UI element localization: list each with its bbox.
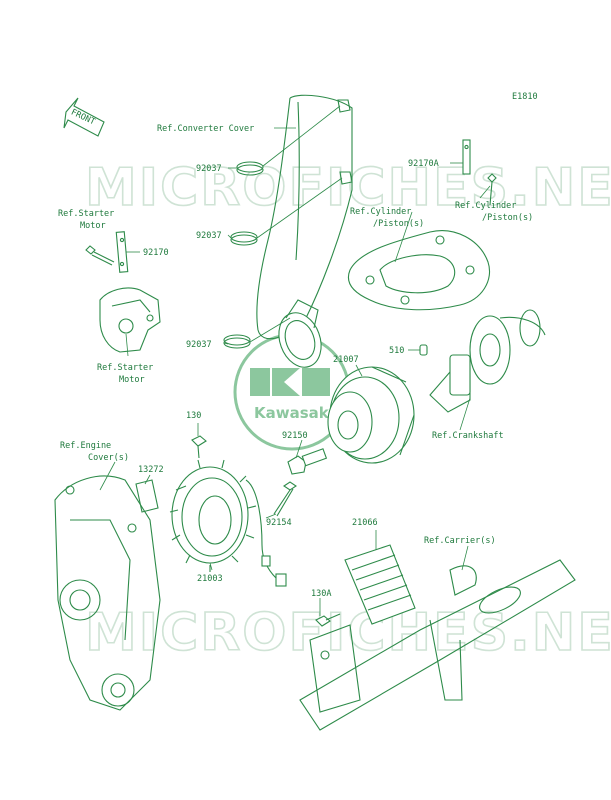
- label-92037-a: 92037: [196, 164, 222, 174]
- label-92154: 92154: [266, 518, 292, 528]
- label-ref-starter-bot-b: Motor: [119, 375, 145, 385]
- rotor-21007: [327, 366, 415, 464]
- label-92037-c: 92037: [186, 340, 212, 350]
- bolt-92154: [273, 481, 297, 517]
- diagram-code: E1810: [512, 92, 538, 102]
- label-92150: 92150: [282, 431, 308, 441]
- watermark-bottom: MICROFICHES.NET: [85, 603, 611, 663]
- intake-boot: [278, 299, 322, 368]
- label-130a: 130A: [311, 589, 331, 599]
- starter-bolt: [85, 245, 115, 266]
- label-ref-converter-cover: Ref.Converter Cover: [157, 124, 254, 134]
- crankshaft-ref: [429, 309, 546, 413]
- label-ref-cylinder-2a: Ref.Cylinder: [455, 201, 516, 211]
- bracket-92170: [115, 231, 129, 273]
- engine-cover-ref: [54, 475, 161, 711]
- label-ref-engine-b: Cover(s): [88, 453, 129, 463]
- logo-text: Kawasaki: [254, 404, 334, 422]
- leader-lines: [99, 105, 491, 616]
- label-21007: 21007: [333, 355, 359, 365]
- label-ref-crankshaft: Ref.Crankshaft: [432, 431, 504, 441]
- bolt-130: [191, 435, 207, 459]
- carrier-ref: [299, 559, 576, 731]
- label-ref-starter-top-a: Ref.Starter: [58, 209, 114, 219]
- watermark-top: MICROFICHES.NET: [85, 158, 611, 218]
- bolt-upper-right: [487, 173, 497, 206]
- label-13272: 13272: [138, 465, 164, 475]
- bolt-130a: [315, 613, 341, 627]
- label-ref-cylinder-2b: /Piston(s): [482, 213, 533, 223]
- bolt-92150: [287, 448, 328, 475]
- label-130: 130: [186, 411, 201, 421]
- label-ref-cylinder-1a: Ref.Cylinder: [350, 207, 411, 217]
- clamp-92037-b: [230, 231, 258, 246]
- starter-motor-ref: [99, 287, 161, 353]
- label-ref-engine-a: Ref.Engine: [60, 441, 111, 451]
- stator-21003: [169, 459, 287, 587]
- front-arrow-icon: FRONT: [63, 97, 105, 137]
- bracket-13272: [135, 479, 159, 513]
- label-ref-carrier: Ref.Carrier(s): [424, 536, 496, 546]
- label-510: 510: [389, 346, 404, 356]
- label-92037-b: 92037: [196, 231, 222, 241]
- label-ref-cylinder-1b: /Piston(s): [373, 219, 424, 229]
- label-21066: 21066: [352, 518, 378, 528]
- cylinder-piston-ref: [347, 230, 490, 311]
- label-ref-starter-bot-a: Ref.Starter: [97, 363, 153, 373]
- label-92170: 92170: [143, 248, 169, 258]
- converter-cover-duct: [256, 94, 353, 340]
- part-labels: Ref.Converter Cover 92037 92037 92037 92…: [58, 124, 533, 599]
- regulator-21066: [344, 544, 416, 625]
- label-ref-starter-top-b: Motor: [80, 221, 106, 231]
- label-21003: 21003: [197, 574, 223, 584]
- label-92170a: 92170A: [408, 159, 439, 169]
- key-510: [419, 344, 428, 356]
- clamp-92037-a: [236, 161, 264, 176]
- clamp-92037-c: [223, 334, 251, 349]
- bracket-92170a: [462, 139, 471, 175]
